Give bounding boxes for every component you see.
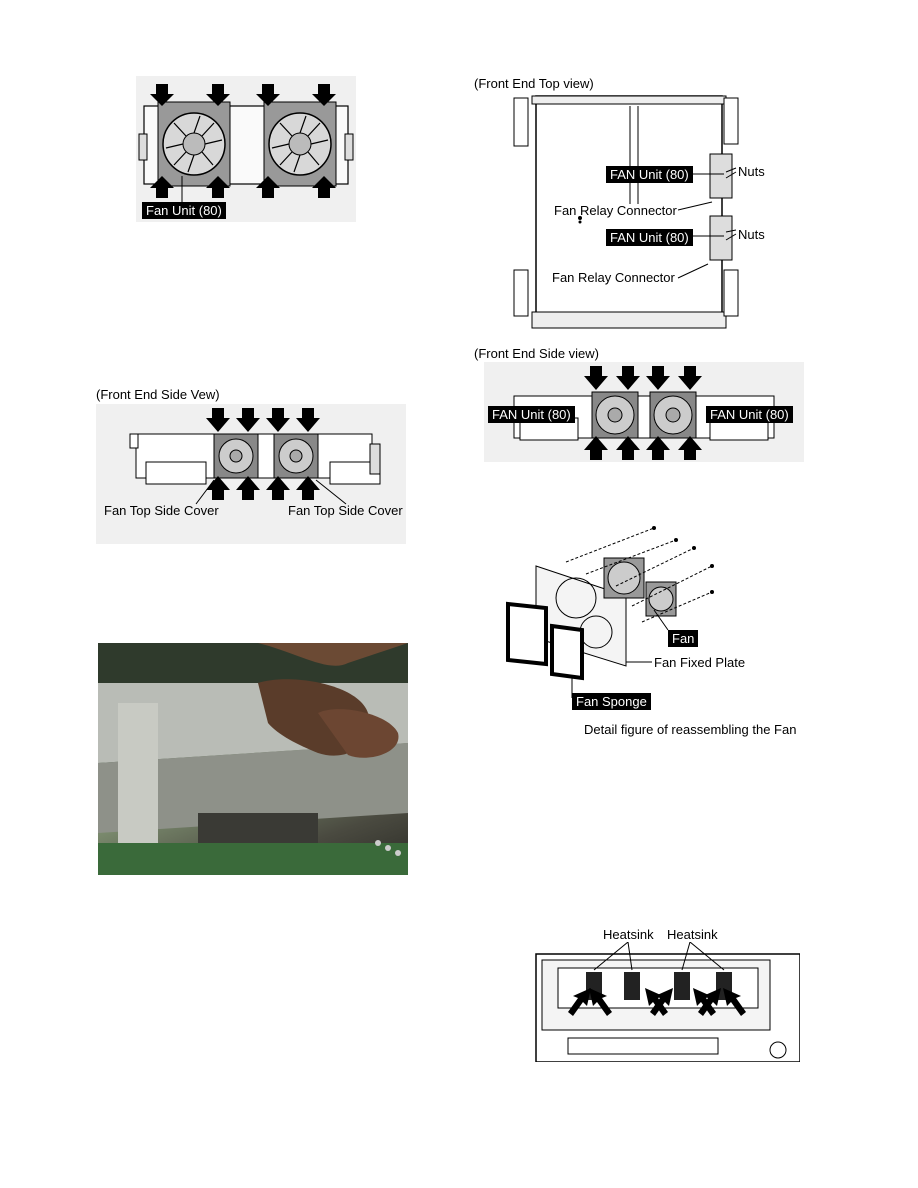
screw-arrows-bottom	[150, 176, 336, 198]
heatsink-figure	[528, 942, 800, 1062]
fan-top-side-cover-right: Fan Top Side Cover	[288, 503, 403, 518]
front-top-view-figure	[510, 94, 742, 334]
fan-label: Fan	[668, 630, 699, 647]
fan-right	[263, 101, 337, 187]
screw-arrows-top	[150, 84, 336, 106]
nuts-label-1: Nuts	[738, 164, 765, 179]
fan-relay-connector-label-1: Fan Relay Connector	[554, 203, 677, 218]
fan-top-side-cover-left: Fan Top Side Cover	[104, 503, 219, 518]
detail-figure-caption: Detail figure of reassembling the Fan	[584, 722, 797, 737]
disassembly-photo	[98, 643, 408, 875]
fan-unit-label-2: FAN Unit (80)	[606, 229, 693, 246]
fan-relay-connector-label-2: Fan Relay Connector	[552, 270, 675, 285]
fan-unit-side-right-label: FAN Unit (80)	[706, 406, 793, 423]
nuts-label-2: Nuts	[738, 227, 765, 242]
fan-left	[157, 101, 231, 187]
fan-unit-figure	[136, 76, 356, 222]
front-top-leaders	[677, 167, 737, 279]
fan-unit-label-1: FAN Unit (80)	[606, 166, 693, 183]
front-side-view-title: (Front End Side view)	[474, 346, 599, 361]
heatsink-label-2: Heatsink	[667, 927, 718, 942]
front-top-view-title: (Front End Top view)	[474, 76, 594, 91]
heatsink-label-1: Heatsink	[603, 927, 654, 942]
fan-fixed-plate-label: Fan Fixed Plate	[654, 655, 746, 670]
fan-detail-figure	[506, 526, 726, 706]
fan-unit-label: Fan Unit (80)	[142, 202, 226, 219]
fan-sponge-label: Fan Sponge	[572, 693, 651, 710]
front-side-vew-title: (Front End Side Vew)	[96, 387, 220, 402]
front-side-vew-figure	[96, 404, 406, 544]
fan-unit-side-left-label: FAN Unit (80)	[488, 406, 575, 423]
